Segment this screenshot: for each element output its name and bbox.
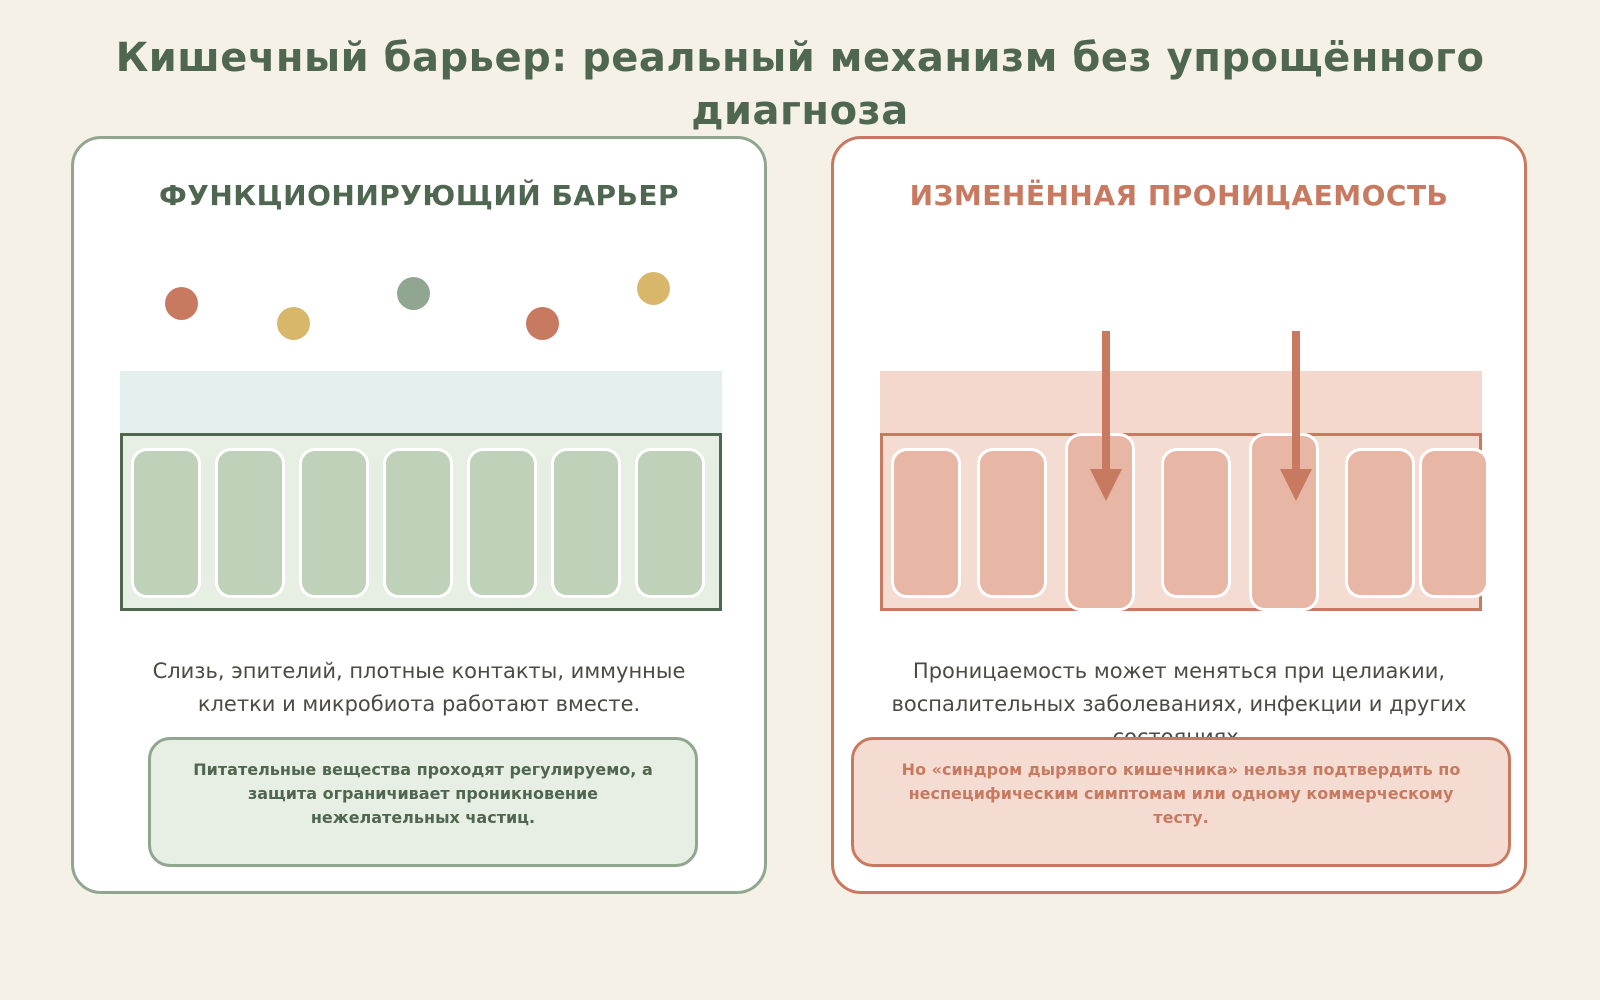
epithelial-cell (635, 448, 705, 598)
displaced-epithelial-cell (1065, 433, 1135, 611)
functional-barrier-note: Питательные вещества проходят регулируем… (148, 737, 698, 867)
epithelial-cell (383, 448, 453, 598)
epithelial-cell (551, 448, 621, 598)
particle-dot (165, 287, 198, 320)
epithelial-cell (891, 448, 961, 598)
altered-permeability-note: Но «синдром дырявого кишечника» нельзя п… (851, 737, 1511, 867)
particle-dot (526, 307, 559, 340)
functional-barrier-heading: ФУНКЦИОНИРУЮЩИЙ БАРЬЕР (159, 179, 679, 212)
epithelial-cell (215, 448, 285, 598)
epithelial-cell (1419, 448, 1489, 598)
displaced-epithelial-cell (1249, 433, 1319, 611)
epithelial-cell (1161, 448, 1231, 598)
epithelial-cell (977, 448, 1047, 598)
functional-barrier-description: Слизь, эпителий, плотные контакты, иммун… (152, 659, 686, 716)
altered-permeability-panel: ИЗМЕНЁННАЯ ПРОНИЦАЕМОСТЬ Проницаемость м… (831, 136, 1527, 894)
particle-dot (277, 307, 310, 340)
penetration-arrow (1280, 331, 1312, 501)
epithelial-cell (1345, 448, 1415, 598)
particle-dot (637, 272, 670, 305)
penetration-arrow (1090, 331, 1122, 501)
epithelial-cell (299, 448, 369, 598)
epithelial-cell (131, 448, 201, 598)
epithelial-layer (120, 433, 722, 611)
epithelial-cell (467, 448, 537, 598)
epithelial-layer (880, 433, 1489, 611)
functional-barrier-panel: ФУНКЦИОНИРУЮЩИЙ БАРЬЕР Слизь, эпителий, … (71, 136, 767, 894)
particle-dot (397, 277, 430, 310)
mucus-layer (880, 371, 1482, 433)
mucus-layer (120, 371, 722, 433)
altered-permeability-heading: ИЗМЕНЁННАЯ ПРОНИЦАЕМОСТЬ (909, 179, 1449, 212)
page-title: Кишечный барьер: реальный механизм без у… (115, 35, 1485, 134)
